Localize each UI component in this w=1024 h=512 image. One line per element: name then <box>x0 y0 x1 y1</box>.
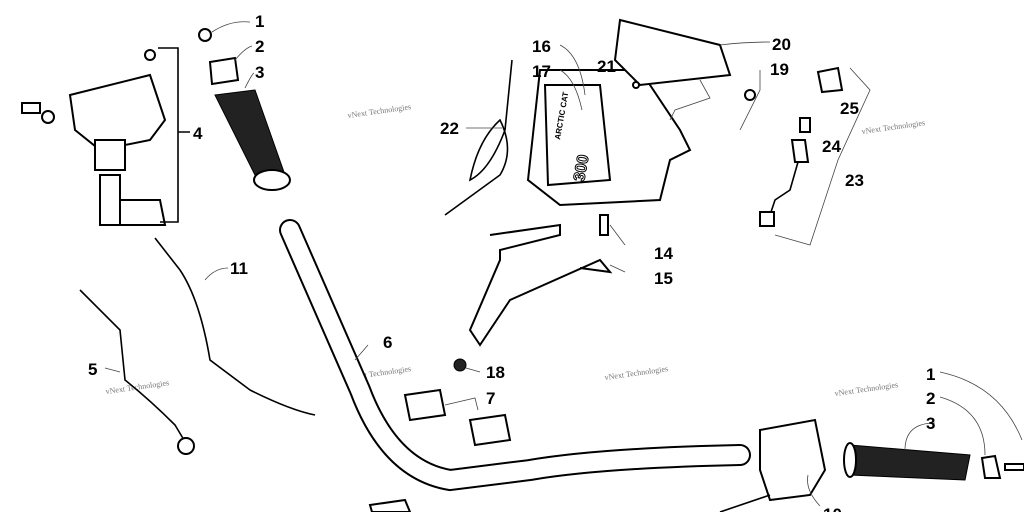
callout-15: 15 <box>654 269 673 288</box>
callout-19: 19 <box>770 60 789 79</box>
svg-text:vNext Technologies: vNext Technologies <box>834 380 899 398</box>
callout-20: 20 <box>772 35 791 54</box>
light-socket <box>739 66 871 246</box>
handlebar <box>279 219 751 492</box>
callout-labels: 1 2 3 4 16 17 20 21 19 22 25 24 23 14 15… <box>88 12 935 512</box>
callout-22: 22 <box>440 119 459 138</box>
handlebar-clamps <box>368 358 512 512</box>
callout-23: 23 <box>845 171 864 190</box>
callout-3: 3 <box>255 63 264 82</box>
headlight-pod: ARCTIC CAT 300 <box>526 18 771 207</box>
throttle-housing <box>21 47 190 226</box>
callout-24: 24 <box>822 137 841 156</box>
callout-10: 10 <box>823 505 842 512</box>
callout-4: 4 <box>193 124 203 143</box>
callout-2: 2 <box>255 37 264 56</box>
callout-16: 16 <box>532 37 551 56</box>
callout-6: 6 <box>383 333 392 352</box>
right-switch-grip <box>719 371 1024 512</box>
callout-14: 14 <box>654 244 673 263</box>
callout-21: 21 <box>597 57 616 76</box>
callout-17: 17 <box>532 62 551 81</box>
callout-2-right: 2 <box>926 389 935 408</box>
callout-3-right: 3 <box>926 414 935 433</box>
svg-text:vNext Technologies: vNext Technologies <box>105 378 170 396</box>
cables <box>79 237 316 455</box>
callout-18: 18 <box>486 363 505 382</box>
callout-1-right: 1 <box>926 365 935 384</box>
speedometer-cable <box>444 59 513 216</box>
callout-25: 25 <box>840 99 859 118</box>
display-number: 300 <box>571 153 592 182</box>
callout-1: 1 <box>255 12 264 31</box>
svg-text:vNext Technologies: vNext Technologies <box>604 364 669 382</box>
svg-text:vNext Technologies: vNext Technologies <box>861 118 926 136</box>
svg-text:vNext Technologies: vNext Technologies <box>347 102 412 120</box>
callout-5: 5 <box>88 360 97 379</box>
handlebar-bracket <box>468 214 626 347</box>
left-grip <box>198 21 291 191</box>
callout-11: 11 <box>230 259 248 278</box>
callout-7: 7 <box>486 389 495 408</box>
